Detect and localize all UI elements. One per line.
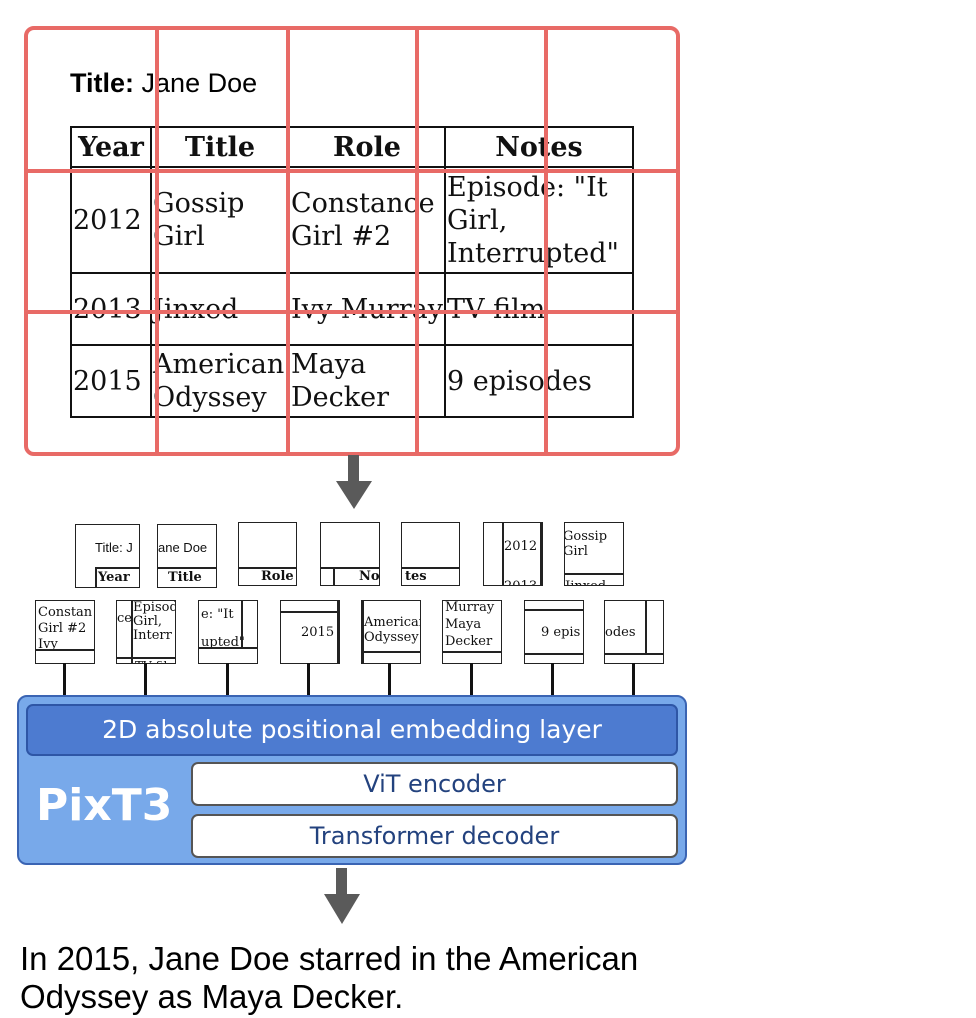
header-year: Year — [70, 126, 152, 168]
cell-year: 2012 — [70, 166, 152, 274]
connector-line — [470, 663, 473, 695]
patch: odes — [604, 600, 664, 664]
patch: e: "It upted" — [198, 600, 258, 664]
table-image: Title: Jane Doe Year Title Role Notes 20… — [26, 28, 678, 453]
patch: Gossip Girl Jinxed — [564, 522, 624, 586]
patch: 2015 — [280, 600, 340, 664]
table-row: 2012 Gossip Girl Constance Girl #2 Episo… — [70, 166, 634, 274]
vit-encoder: ViT encoder — [191, 762, 678, 806]
patch: American Odyssey — [361, 600, 421, 664]
cell-title: Gossip Girl — [150, 166, 290, 274]
patch: Constan Girl #2 Ivy — [35, 600, 95, 664]
table-row: 2013 Jinxed Ivy Murray TV film — [70, 272, 634, 346]
patch: Role — [238, 522, 297, 586]
header-title: Title — [150, 126, 290, 168]
table-header-row: Year Title Role Notes — [70, 126, 634, 168]
patch: 2012 2013 — [483, 522, 543, 586]
patch: No — [320, 522, 380, 586]
positional-embedding-layer: 2D absolute positional embedding layer — [26, 704, 678, 756]
connector-line — [226, 663, 229, 695]
header-role: Role — [288, 126, 446, 168]
table-row: 2015 American Odyssey Maya Decker 9 epis… — [70, 344, 634, 418]
patch: Title: J Year — [75, 524, 140, 588]
connector-line — [63, 663, 66, 695]
connector-line — [551, 663, 554, 695]
cell-notes: 9 episodes — [444, 344, 634, 418]
cell-title: American Odyssey — [150, 344, 290, 418]
model-name: PixT3 — [36, 780, 173, 831]
header-notes: Notes — [444, 126, 634, 168]
cell-role: Constance Girl #2 — [288, 166, 446, 274]
connector-line — [388, 663, 391, 695]
transformer-decoder: Transformer decoder — [191, 814, 678, 858]
patch: Murray Maya Decker — [442, 600, 502, 664]
patch: tes — [401, 522, 460, 586]
wiki-table: Year Title Role Notes 2012 Gossip Girl C… — [70, 126, 634, 418]
connector-line — [632, 663, 635, 695]
patch: 9 epis — [524, 600, 584, 664]
patch: Episod Girl, Interr ce TV fil — [116, 600, 176, 664]
cell-year: 2015 — [70, 344, 152, 418]
generated-text: In 2015, Jane Doe starred in the America… — [20, 940, 639, 1015]
down-arrow-icon — [324, 868, 360, 924]
table-title: Title: Jane Doe — [70, 68, 258, 98]
cell-role: Ivy Murray — [288, 272, 446, 346]
cell-notes: TV film — [444, 272, 634, 346]
down-arrow-icon — [336, 455, 372, 509]
patch: ane Doe Title — [157, 524, 217, 588]
connector-line — [144, 663, 147, 695]
cell-year: 2013 — [70, 272, 152, 346]
cell-role: Maya Decker — [288, 344, 446, 418]
cell-title: Jinxed — [150, 272, 290, 346]
connector-line — [307, 663, 310, 695]
cell-notes: Episode: "It Girl, Interrupted" — [444, 166, 634, 274]
